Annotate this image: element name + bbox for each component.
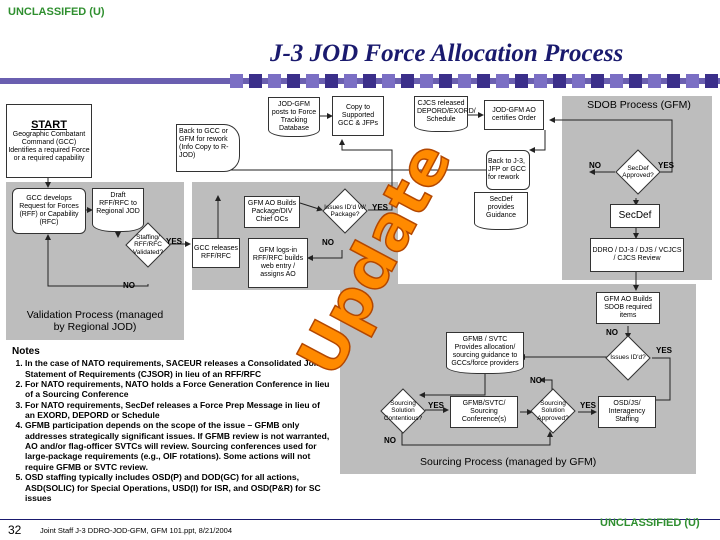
stripe-base [0,78,720,84]
issues-package-decision-text: Issues ID'd W/ Package? [324,203,366,218]
notes-block: Notes In the case of NATO requirements, … [12,346,330,503]
sourcing-label: Sourcing Process (managed by GFM) [420,456,597,468]
stripe-block [382,74,395,88]
stripe-block [629,74,642,88]
issues-decision: Issues ID'd? [605,335,651,381]
stripe-block [477,74,490,88]
stripe-block [306,74,319,88]
start-text: Geographic Combatant Command (GCC) Ident… [8,131,90,163]
secdef-guidance-box: SecDef provides Guidance [474,192,528,230]
stripe-block [572,74,585,88]
stripe-block [401,74,414,88]
review-box: DDRO / DJ-3 / DJS / VCJCS / CJCS Review [590,238,684,272]
copy-gcc-box: Copy to Supported GCC & JFPs [332,96,384,136]
footer-rule [0,519,720,520]
issues-package-yes: YES [372,203,389,212]
stripe-block [363,74,376,88]
certifies-order-box: JOD-GFM AO certifies Order [484,100,544,130]
note-item: In the case of NATO requirements, SACEUR… [25,358,330,379]
validated-no: NO [123,281,135,290]
stripe-block [230,74,243,88]
contentious-decision: Sourcing Solution Contentious? [380,388,426,434]
note-item: GFMB participation depends on the scope … [25,420,330,472]
back-to-j3-box: Back to J-3, JFP or GCC for rework [486,150,530,190]
notes-list: In the case of NATO requirements, SACEUR… [12,358,330,503]
draft-rff-box: Draft RFF/RFC to Regional JOD [92,188,144,232]
interagency-box: OSD/JS/ Interagency Staffing [598,396,656,428]
cjcs-released-box: CJCS released DEPORD/EXORD/ Schedule [414,96,476,132]
stripe-block [344,74,357,88]
secdef-approved-decision-text: SecDef Approved? [622,164,654,179]
approved-decision: Sourcing Solution Approved? [530,388,576,434]
stripe-block [268,74,281,88]
gcc-develops-box: GCC develops Request for Forces (RFF) or… [12,188,86,234]
gfm-logs-box: GFM logs-in RFF/RFC builds web entry / a… [248,238,308,288]
stripe-block [249,74,262,88]
validated-yes: YES [166,237,183,246]
stripe-block [534,74,547,88]
note-item: For NATO requirements, SecDef releases a… [25,400,330,421]
gfm-builds-package-box: GFM AO Builds Package/DIV Chief OCs [244,196,300,228]
sourcing-no-mid: NO [530,376,542,385]
note-item: For NATO requirements, NATO holds a Forc… [25,379,330,400]
gfmb-guidance-box: GFMB / SVTC Provides allocation/ sourcin… [446,332,524,374]
validated-decision-text: Staffing/ RFF/RFC Validated? [132,234,164,256]
page-title: J-3 JOD Force Allocation Process [270,40,624,67]
gcc-releases-box: GCC releases RFF/RFC [192,238,240,268]
contentious-yes: YES [428,401,445,410]
title-stripe [0,74,720,88]
validated-decision: Staffing/ RFF/RFC Validated? [125,222,171,268]
start-title: START [31,118,67,131]
secdef-approved-decision: SecDef Approved? [615,149,661,195]
issues-decision-text: Issues ID'd? [610,354,646,362]
stripe-block [667,74,680,88]
stripe-block [287,74,300,88]
approved-yes: YES [580,401,597,410]
posts-database-box: JOD-GFM posts to Force Tracking Database [268,97,320,137]
stripe-block [610,74,623,88]
stripe-block [591,74,604,88]
secdef-box: SecDef [610,204,660,228]
sourcing-no-top: NO [606,328,618,337]
secdef-no: NO [589,161,601,170]
stripe-block [420,74,433,88]
page-number: 32 [8,523,22,537]
builds-sdob-items-box: GFM AO Builds SDOB required items [596,292,660,324]
issues-yes: YES [656,346,673,355]
stripe-block [553,74,566,88]
classification-bottom: UNCLASSIFIED (U) [600,517,700,529]
issues-package-no: NO [322,238,334,247]
sourcing-no-bottom: NO [384,436,396,445]
classification-top: UNCLASSIFED (U) [8,6,105,18]
stripe-block [686,74,699,88]
stripe-block [458,74,471,88]
sdob-label: SDOB Process (GFM) [587,99,691,111]
validation-label: Validation Process (managed by Regional … [26,309,164,333]
contentious-decision-text: Sourcing Solution Contentious? [383,400,423,422]
stripe-block [515,74,528,88]
conference-box: GFMB/SVTC/ Sourcing Conference(s) [450,396,518,428]
start-box: START Geographic Combatant Command (GCC)… [6,104,92,178]
footer-source: Joint Staff J-3 DDRO-JOD-GFM, GFM 101.pp… [40,526,233,535]
stripe-block [648,74,661,88]
approved-decision-text: Sourcing Solution Approved? [537,400,569,422]
issues-package-decision: Issues ID'd W/ Package? [322,188,368,234]
back-to-gcc-box: Back to GCC or GFM for rework (Info Copy… [176,124,240,172]
stripe-block [325,74,338,88]
secdef-yes: YES [658,161,675,170]
stripe-block [705,74,718,88]
note-item: OSD staffing typically includes OSD(P) a… [25,472,330,503]
stripe-block [439,74,452,88]
notes-heading: Notes [12,346,40,357]
stripe-block [496,74,509,88]
